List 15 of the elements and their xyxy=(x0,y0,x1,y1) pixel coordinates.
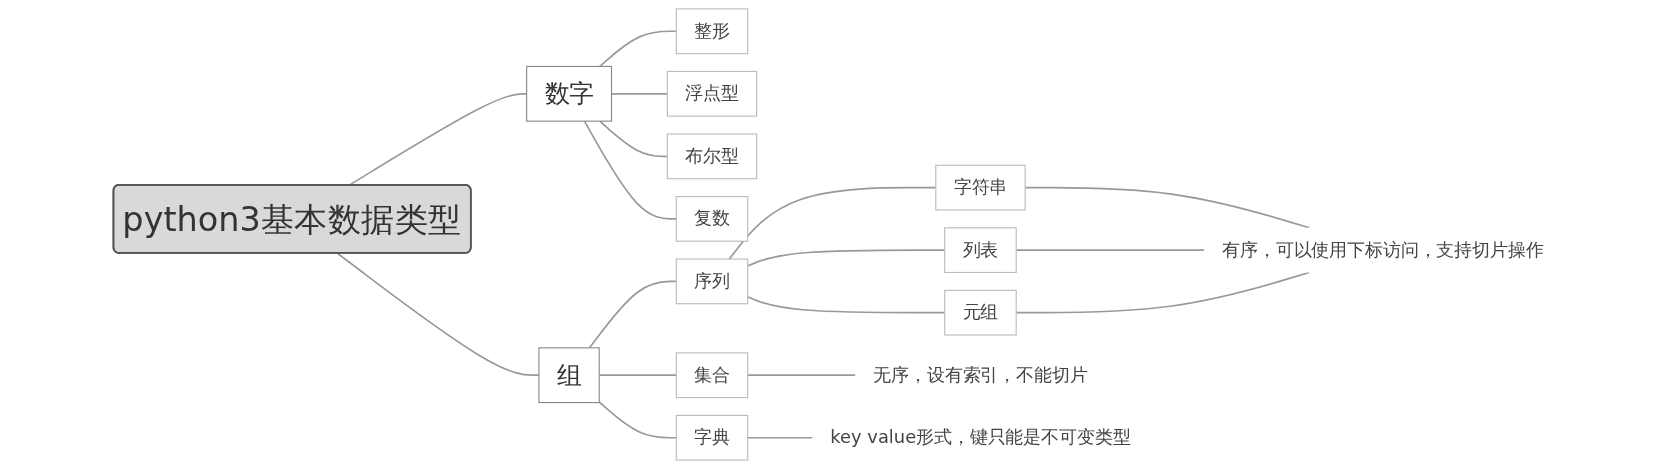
node-box: 列表 xyxy=(944,227,1017,274)
node-box: 组 xyxy=(538,347,600,404)
node-box: 整形 xyxy=(675,8,749,55)
node-box: 复数 xyxy=(675,195,749,242)
node-box: 集合 xyxy=(675,352,749,399)
node-text: 无序，设有索引，不能切片 xyxy=(873,364,1088,386)
node-text: key value形式，键只能是不可变类型 xyxy=(830,426,1131,448)
node-box: 布尔型 xyxy=(666,133,758,180)
node-box: 字典 xyxy=(675,414,749,461)
node-text: 有序，可以使用下标访问，支持切片操作 xyxy=(1222,238,1544,261)
node-box: 序列 xyxy=(675,258,749,305)
node-box: 字符串 xyxy=(935,164,1026,211)
node-box: 元组 xyxy=(944,289,1017,336)
node-box: 浮点型 xyxy=(666,70,758,117)
node-box: 数字 xyxy=(526,65,613,122)
